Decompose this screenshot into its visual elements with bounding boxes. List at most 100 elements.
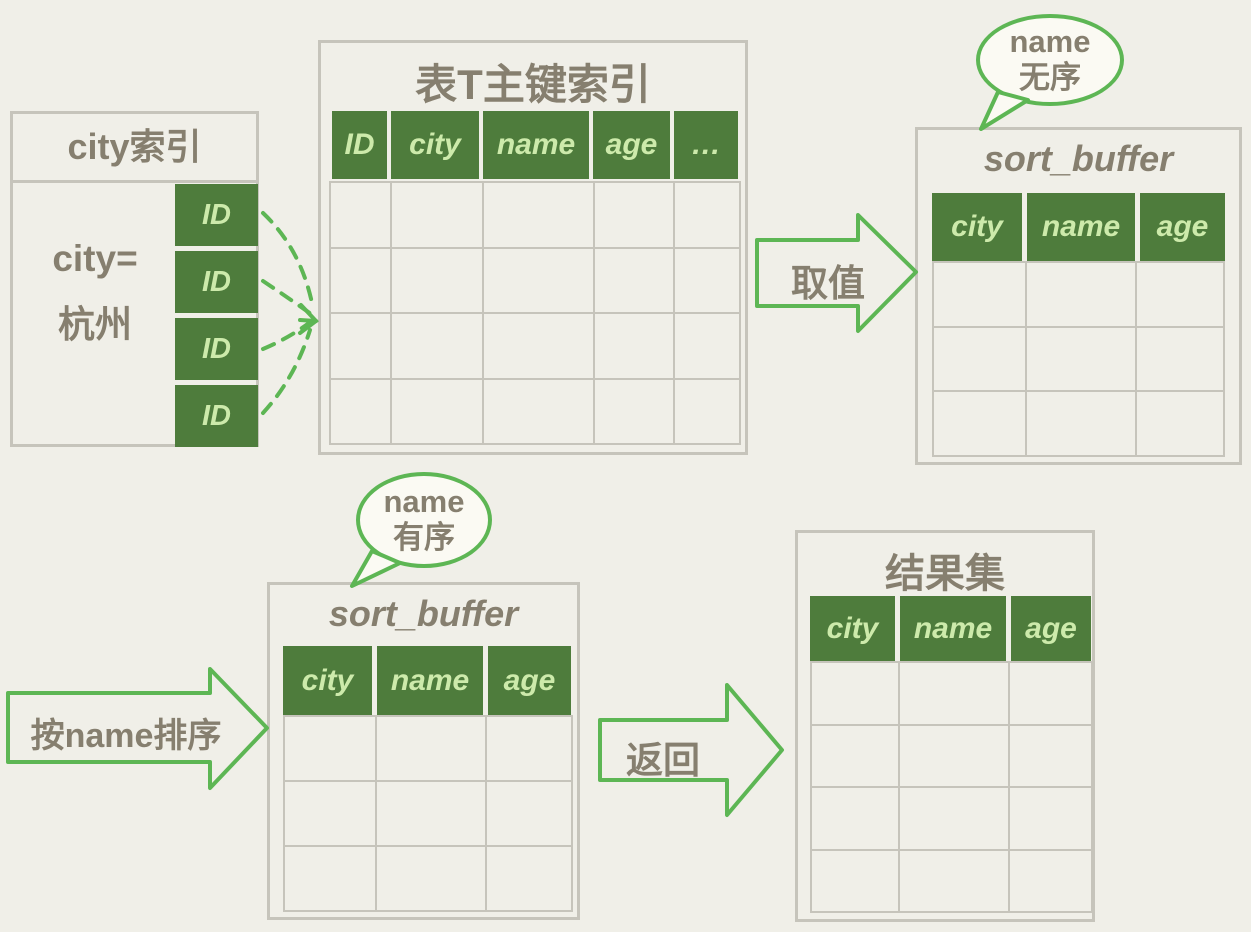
column-header: …: [674, 111, 738, 179]
column-header: city: [391, 111, 479, 179]
column-header: age: [488, 646, 571, 715]
column-header: age: [593, 111, 670, 179]
primary-key-table-title: 表T主键索引: [415, 61, 651, 108]
empty-cell: [331, 379, 391, 443]
empty-cell: [674, 314, 739, 378]
empty-cell: [484, 183, 593, 247]
primary-key-header-row: ID city name age …: [332, 111, 738, 179]
empty-cell: [331, 314, 391, 378]
column-header: name: [377, 646, 483, 715]
sort-arrow-label: 按name排序: [30, 717, 222, 755]
empty-cell: [674, 248, 739, 312]
empty-cell: [934, 392, 1025, 455]
speech-bubble-name-unordered: name 无序: [976, 14, 1124, 106]
empty-cell: [285, 782, 376, 845]
result-set-title: 结果集: [885, 552, 1005, 596]
dashed-connector: [261, 321, 311, 351]
empty-cell: [285, 847, 376, 910]
city-condition: city= 杭州: [25, 226, 165, 358]
column-header: age: [1140, 193, 1225, 261]
primary-key-table: 表T主键索引 ID city name age …: [318, 40, 748, 455]
bubble-line1: name: [383, 484, 465, 520]
empty-cell: [934, 263, 1025, 326]
empty-cell: [392, 379, 483, 443]
id-cell: ID: [175, 385, 258, 447]
empty-cell: [484, 379, 593, 443]
empty-cell: [674, 183, 739, 247]
sort-buffer-bottom-title: sort_buffer: [328, 593, 519, 634]
result-set-header-row: city name age: [810, 596, 1091, 661]
column-header: ID: [332, 111, 387, 179]
empty-cell: [594, 379, 673, 443]
connector-arrowhead-icon: [298, 303, 319, 335]
empty-cell: [331, 248, 391, 312]
empty-cell: [377, 847, 485, 910]
id-cell: ID: [175, 318, 258, 380]
sort-buffer-bottom-header-row: city name age: [283, 646, 571, 715]
empty-cell: [331, 183, 391, 247]
fetch-arrow-label: 取值: [791, 263, 865, 304]
dashed-connector: [261, 211, 315, 310]
city-index-table: city索引 city= 杭州 ID ID ID ID: [10, 111, 259, 447]
id-cell: ID: [175, 251, 258, 313]
speech-bubble-name-ordered: name 有序: [356, 472, 492, 568]
column-header: name: [483, 111, 589, 179]
empty-cell: [1009, 850, 1091, 911]
empty-cell: [900, 850, 1008, 911]
connector-arrowhead-icon: [298, 318, 318, 323]
primary-key-empty-rows: [329, 181, 741, 445]
empty-cell: [486, 782, 571, 845]
empty-cell: [594, 248, 673, 312]
empty-cell: [1137, 327, 1223, 391]
empty-cell: [1009, 663, 1091, 724]
empty-cell: [1026, 392, 1136, 455]
empty-cell: [934, 327, 1025, 391]
empty-cell: [900, 725, 1008, 786]
column-header: city: [932, 193, 1022, 261]
empty-cell: [392, 183, 483, 247]
sort-buffer-bottom-empty-rows: [283, 715, 573, 912]
empty-cell: [1026, 263, 1136, 326]
empty-cell: [484, 248, 593, 312]
empty-cell: [377, 717, 485, 780]
result-set-table: 结果集 city name age: [795, 530, 1095, 922]
empty-cell: [812, 850, 899, 911]
empty-cell: [812, 663, 899, 724]
sort-buffer-top-header-row: city name age: [932, 193, 1225, 261]
column-header: name: [900, 596, 1006, 661]
return-arrow-label: 返回: [626, 740, 700, 781]
empty-cell: [486, 847, 571, 910]
id-cell: ID: [175, 184, 258, 246]
empty-cell: [812, 725, 899, 786]
city-index-id-column: ID ID ID ID: [175, 184, 258, 447]
column-header: age: [1011, 596, 1091, 661]
column-header: city: [810, 596, 895, 661]
empty-cell: [1137, 392, 1223, 455]
empty-cell: [1026, 327, 1136, 391]
city-index-title: city索引: [13, 114, 256, 183]
sort-buffer-bottom-table: sort_buffer city name age: [267, 582, 580, 920]
column-header: city: [283, 646, 372, 715]
empty-cell: [285, 717, 376, 780]
empty-cell: [900, 788, 1008, 849]
empty-cell: [812, 788, 899, 849]
empty-cell: [484, 314, 593, 378]
city-condition-line1: city=: [52, 238, 138, 279]
bubble-line2: 无序: [1019, 60, 1081, 95]
result-set-empty-rows: [810, 661, 1093, 913]
empty-cell: [674, 379, 739, 443]
empty-cell: [900, 663, 1008, 724]
empty-cell: [377, 782, 485, 845]
sort-buffer-top-table: sort_buffer city name age: [915, 127, 1242, 465]
sort-buffer-top-title: sort_buffer: [983, 138, 1174, 179]
empty-cell: [1009, 725, 1091, 786]
empty-cell: [1009, 788, 1091, 849]
dashed-connector: [261, 328, 312, 415]
column-header: name: [1027, 193, 1135, 261]
empty-cell: [392, 314, 483, 378]
bubble-line2: 有序: [393, 520, 455, 555]
dashed-connector: [261, 279, 313, 316]
empty-cell: [1137, 263, 1223, 326]
empty-cell: [392, 248, 483, 312]
empty-cell: [594, 314, 673, 378]
